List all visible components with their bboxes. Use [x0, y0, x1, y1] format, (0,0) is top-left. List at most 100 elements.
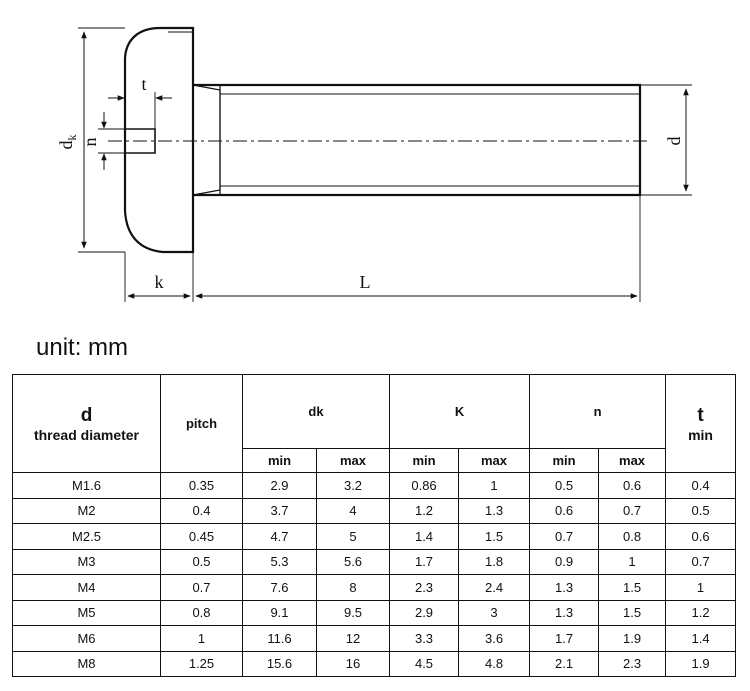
d-label: d [664, 137, 684, 146]
cell-k-min: 1.4 [389, 523, 460, 550]
cell-n-min: 1.3 [529, 599, 600, 626]
cell-n-min: 0.7 [529, 523, 600, 550]
cell-pitch: 0.35 [160, 472, 243, 499]
cell-k-max: 1 [458, 472, 531, 499]
cell-dk-min: 4.7 [242, 523, 317, 550]
cell-n-max: 0.8 [598, 523, 667, 550]
cell-pitch: 1 [160, 625, 243, 652]
cell-size: M6 [12, 625, 161, 652]
cell-size: M2.5 [12, 523, 161, 550]
cell-n-min: 0.6 [529, 497, 600, 524]
cell-pitch: 0.45 [160, 523, 243, 550]
cell-n-min: 2.1 [529, 650, 600, 677]
header-t-label: t [697, 404, 704, 426]
cell-pitch: 0.4 [160, 497, 243, 524]
header-t-sub: min [688, 426, 713, 443]
cell-pitch: 1.25 [160, 650, 243, 677]
header-K-max: max [458, 448, 531, 473]
cell-pitch: 0.8 [160, 599, 243, 626]
cell-k-max: 3 [458, 599, 531, 626]
cell-n-min: 0.5 [529, 472, 600, 499]
header-K: K [389, 374, 531, 449]
cell-k-min: 2.9 [389, 599, 460, 626]
k-label: k [155, 272, 164, 292]
t-label: t [141, 74, 146, 94]
cell-k-min: 0.86 [389, 472, 460, 499]
cell-dk-min: 15.6 [242, 650, 317, 677]
thread-runout [192, 84, 221, 196]
cell-n-max: 1.9 [598, 625, 667, 652]
header-d: d thread diameter [12, 374, 161, 473]
cell-n-max: 1.5 [598, 574, 667, 601]
cell-dk-min: 7.6 [242, 574, 317, 601]
cell-dk-min: 5.3 [242, 548, 317, 575]
cell-k-max: 4.8 [458, 650, 531, 677]
cell-t-min: 0.7 [665, 548, 737, 575]
cell-dk-max: 5 [315, 523, 391, 550]
header-pitch: pitch [160, 374, 243, 473]
cell-dk-min: 11.6 [242, 625, 317, 652]
cell-dk-max: 5.6 [315, 548, 391, 575]
cell-size: M3 [12, 548, 161, 575]
header-d-label: d [80, 404, 93, 426]
cell-t-min: 1 [665, 574, 737, 601]
cell-size: M4 [12, 574, 161, 601]
cell-t-min: 1.9 [665, 650, 737, 677]
cell-dk-max: 16 [315, 650, 391, 677]
cell-size: M2 [12, 497, 161, 524]
cell-k-min: 2.3 [389, 574, 460, 601]
slot [125, 128, 156, 154]
cell-dk-max: 4 [315, 497, 391, 524]
unit-label: unit: mm [36, 334, 129, 361]
cell-n-min: 0.9 [529, 548, 600, 575]
screw-drawing: dk n t d k L [56, 26, 692, 302]
cell-size: M8 [12, 650, 161, 677]
cell-t-min: 1.4 [665, 625, 737, 652]
header-d-sub: thread diameter [33, 426, 140, 443]
header-K-min: min [389, 448, 460, 473]
dk-label-main: d [56, 141, 76, 150]
cell-dk-min: 2.9 [242, 472, 317, 499]
cell-dk-min: 9.1 [242, 599, 317, 626]
header-dk-min: min [242, 448, 317, 473]
cell-pitch: 0.7 [160, 574, 243, 601]
dk-label: dk [56, 135, 79, 150]
cell-pitch: 0.5 [160, 548, 243, 575]
cell-k-max: 3.6 [458, 625, 531, 652]
cell-dk-min: 3.7 [242, 497, 317, 524]
cell-k-min: 1.7 [389, 548, 460, 575]
header-n-max: max [598, 448, 667, 473]
cell-n-max: 0.6 [598, 472, 667, 499]
cell-n-min: 1.3 [529, 574, 600, 601]
cell-size: M5 [12, 599, 161, 626]
cell-n-max: 0.7 [598, 497, 667, 524]
cell-k-min: 1.2 [389, 497, 460, 524]
cell-k-max: 1.8 [458, 548, 531, 575]
cell-n-max: 1.5 [598, 599, 667, 626]
cell-dk-max: 8 [315, 574, 391, 601]
cell-t-min: 0.4 [665, 472, 737, 499]
shank-outline [193, 83, 642, 197]
header-dk: dk [241, 374, 391, 449]
L-label: L [360, 272, 371, 292]
cell-n-max: 2.3 [598, 650, 667, 677]
cell-k-max: 2.4 [458, 574, 531, 601]
cell-n-min: 1.7 [529, 625, 600, 652]
cell-dk-max: 9.5 [315, 599, 391, 626]
dk-label-sub: k [65, 135, 79, 141]
screw-head-outline [123, 26, 195, 254]
cell-k-max: 1.5 [458, 523, 531, 550]
cell-k-min: 3.3 [389, 625, 460, 652]
dimension-table: d thread diameter pitch dk K n t min min… [12, 374, 737, 677]
cell-n-max: 1 [598, 548, 667, 575]
cell-dk-max: 3.2 [315, 472, 391, 499]
header-n: n [529, 374, 667, 449]
